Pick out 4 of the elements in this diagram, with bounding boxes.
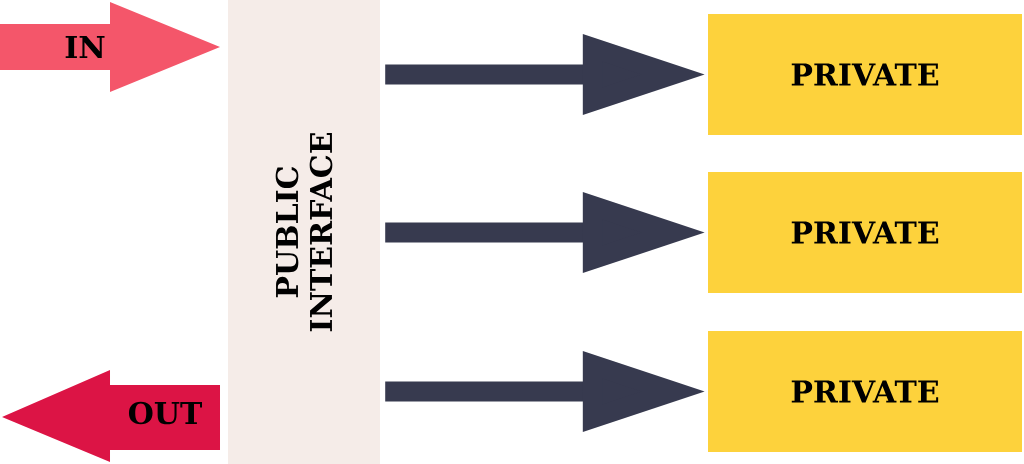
private-box: PRIVATE — [708, 172, 1022, 293]
private-box: PRIVATE — [708, 14, 1022, 135]
private-box: PRIVATE — [708, 331, 1022, 452]
interface-band: PUBLIC INTERFACE — [228, 0, 380, 464]
